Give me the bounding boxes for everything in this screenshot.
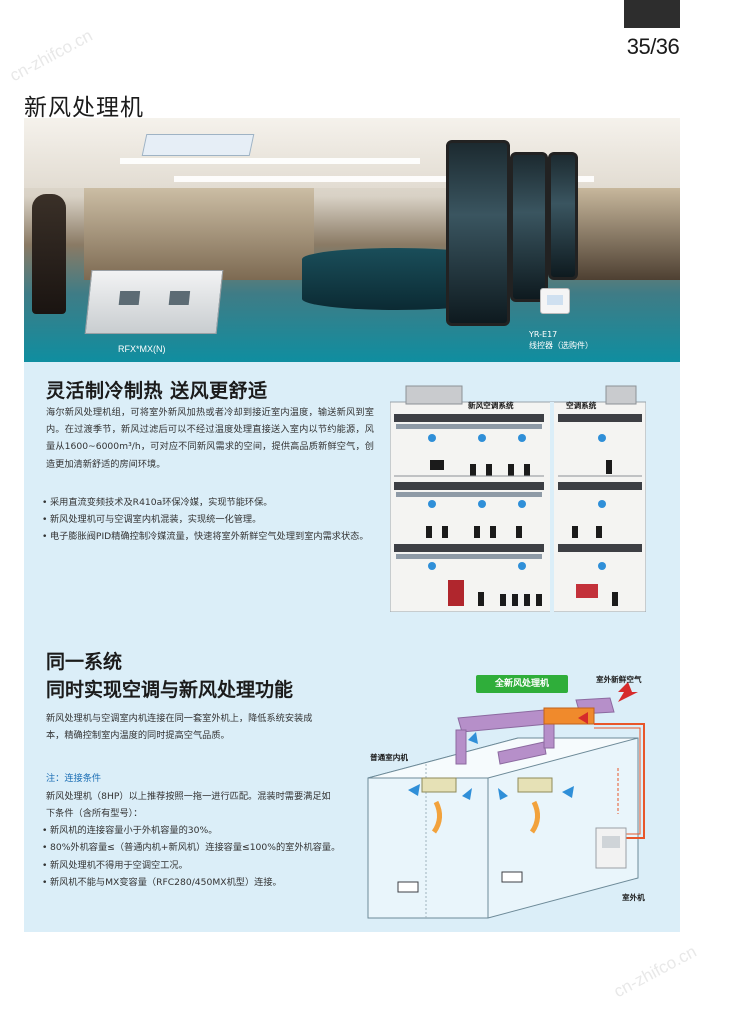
hero-kiosk xyxy=(548,152,578,280)
section2-bullet-list: 新风机的连接容量小于外机容量的30%。 80%外机容量≤（普通内机+新风机）连接… xyxy=(42,822,342,892)
list-item: 新风处理机不得用于空调空工况。 xyxy=(42,857,342,875)
fresh-air-unit-tag: 全新风处理机 xyxy=(476,675,568,693)
page-title: 新风处理机 xyxy=(24,95,144,121)
hero-light-beam xyxy=(120,158,420,164)
hero-photo: RFX*MX(N) YR-E17 线控器（选购件） xyxy=(24,118,680,362)
controller-note: 线控器（选购件） xyxy=(529,341,593,350)
hero-light-beam xyxy=(174,176,594,182)
hero-mannequin xyxy=(32,194,66,314)
outdoor-air-label: 室外新鲜空气 xyxy=(596,675,642,684)
section2-title-line2: 同时实现空调与新风处理功能 xyxy=(46,679,294,701)
diagram-label-fresh-system: 新风空调系统 xyxy=(468,401,514,410)
list-item: 新风机的连接容量小于外机容量的30%。 xyxy=(42,822,342,840)
list-item: 采用直流变频技术及R410a环保冷媒，实现节能环保。 xyxy=(42,494,380,511)
connection-note-heading: 注：连接条件 xyxy=(46,773,102,784)
page-tab-marker xyxy=(624,0,680,28)
section2-title: 同一系统 同时实现空调与新风处理功能 xyxy=(46,648,293,704)
hero-kiosk xyxy=(446,140,510,326)
section1-title: 灵活制冷制热 送风更舒适 xyxy=(46,380,268,402)
list-item: 电子膨胀阀PID精确控制冷媒流量，快速将室外新鲜空气处理到室内需求状态。 xyxy=(42,528,380,545)
controller-model: YR-E17 xyxy=(529,330,558,339)
hero-kiosk xyxy=(510,152,548,302)
hero-storefront xyxy=(84,188,314,280)
fresh-air-unit-image xyxy=(84,270,224,334)
controller-display xyxy=(547,295,563,305)
controller-label: YR-E17 线控器（选购件） xyxy=(529,329,593,351)
section1-bullet-list: 采用直流变频技术及R410a环保冷媒，实现节能环保。 新风处理机可与空调室内机混… xyxy=(42,494,380,546)
hero-direction-sign xyxy=(141,134,255,156)
list-item: 80%外机容量≤（普通内机+新风机）连接容量≤100%的室外机容量。 xyxy=(42,839,342,857)
watermark: cn-zhifco.cn xyxy=(6,25,96,86)
indoor-unit-label: 普通室内机 xyxy=(370,753,408,762)
watermark: cn-zhifco.cn xyxy=(610,941,700,1002)
diagram-label-ac-system: 空调系统 xyxy=(566,401,597,410)
unit-vent xyxy=(168,291,191,305)
system-connection-diagram xyxy=(367,682,645,919)
unit-model-label: RFX*MX(N) xyxy=(118,344,166,354)
section2-title-line1: 同一系统 xyxy=(46,651,123,673)
list-item: 新风机不能与MX变容量（RFC280/450MX机型）连接。 xyxy=(42,874,342,892)
connection-note-body: 新风处理机（8HP）以上推荐按照一拖一进行匹配。混装时需要满足如下条件（含所有型… xyxy=(46,791,331,820)
section1-body: 海尔新风处理机组，可将室外新风加热或者冷却到接近室内温度，输送新风到室内。在过渡… xyxy=(46,407,374,470)
building-system-diagram xyxy=(390,385,646,612)
unit-vent xyxy=(118,291,141,305)
section2-body: 新风处理机与空调室内机连接在同一套室外机上，降低系统安装成本，精确控制室内温度的… xyxy=(46,713,313,742)
list-item: 新风处理机可与空调室内机混装，实现统一化管理。 xyxy=(42,511,380,528)
hero-storefront xyxy=(564,188,680,280)
wired-controller-image xyxy=(540,288,570,314)
outdoor-unit-label: 室外机 xyxy=(622,893,645,902)
page-number: 35/36 xyxy=(626,34,680,59)
